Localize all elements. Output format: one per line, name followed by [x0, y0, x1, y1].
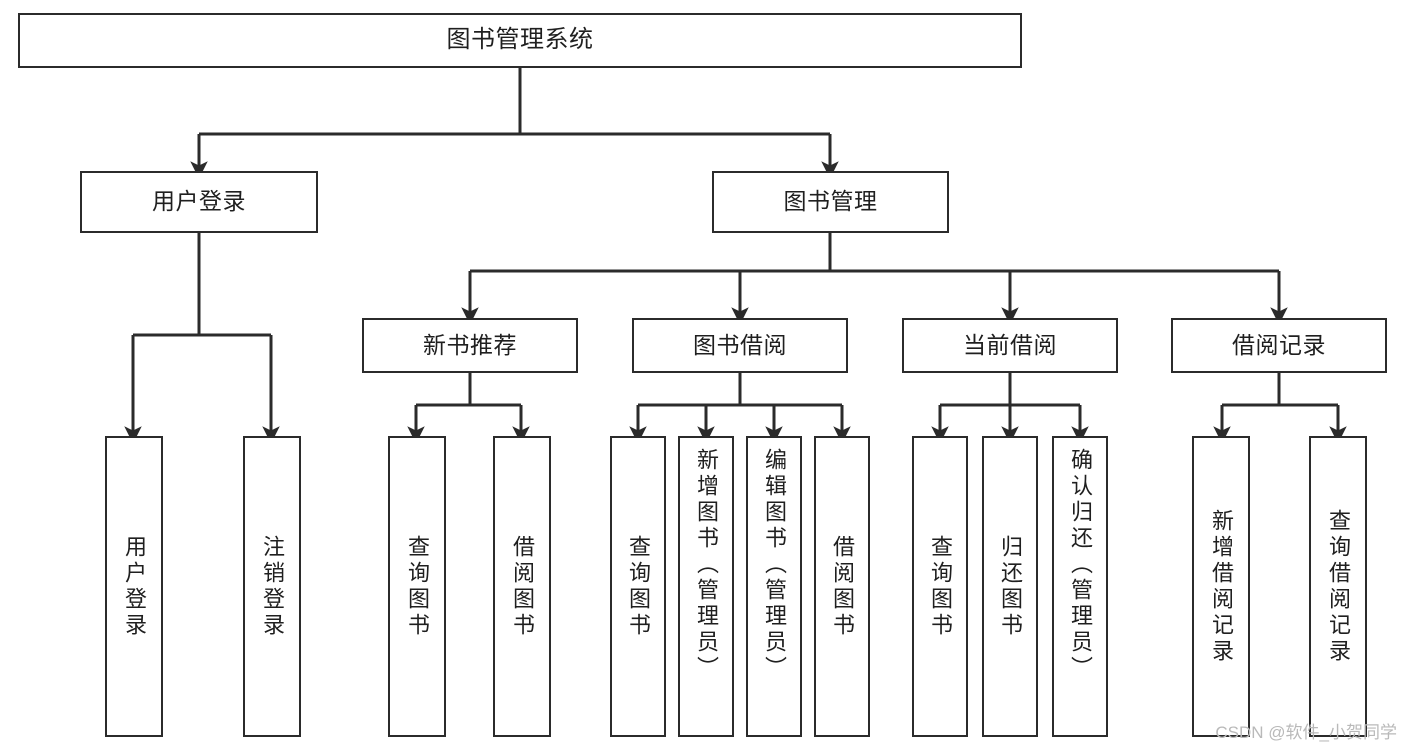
leaf-nb-borrow-book[interactable]: 借阅图书	[493, 436, 551, 737]
leaf-nb-query-book[interactable]: 查询图书	[388, 436, 446, 737]
node-book-management[interactable]: 图书管理	[712, 171, 949, 233]
leaf-br-query-record-label: 查询借阅记录	[1326, 508, 1351, 665]
node-borrow-record[interactable]: 借阅记录	[1171, 318, 1387, 373]
leaf-bb-borrow-book[interactable]: 借阅图书	[814, 436, 870, 737]
leaf-cb-confirm-return-label: 确认归还（管理员）	[1068, 448, 1093, 682]
leaf-br-query-record[interactable]: 查询借阅记录	[1309, 436, 1367, 737]
leaf-cb-confirm-return[interactable]: 确认归还（管理员）	[1052, 436, 1108, 737]
node-book-borrow-label: 图书借阅	[693, 331, 787, 358]
leaf-br-add-record[interactable]: 新增借阅记录	[1192, 436, 1250, 737]
node-root-book-management-system[interactable]: 图书管理系统	[18, 13, 1022, 68]
leaf-bb-edit-book[interactable]: 编辑图书（管理员）	[746, 436, 802, 737]
leaf-nb-borrow-book-label: 借阅图书	[510, 534, 535, 639]
node-borrow-record-label: 借阅记录	[1232, 331, 1326, 358]
leaf-logout-label: 注销登录	[260, 534, 285, 639]
leaf-bb-borrow-book-label: 借阅图书	[830, 534, 855, 639]
node-book-management-label: 图书管理	[783, 188, 878, 215]
node-book-borrow[interactable]: 图书借阅	[632, 318, 848, 373]
leaf-bb-edit-book-label: 编辑图书（管理员）	[762, 448, 787, 682]
leaf-bb-add-book[interactable]: 新增图书（管理员）	[678, 436, 734, 737]
node-new-book-recommend[interactable]: 新书推荐	[362, 318, 578, 373]
leaf-cb-return-book-label: 归还图书	[998, 534, 1023, 639]
leaf-cb-query-book-label: 查询图书	[928, 534, 953, 639]
node-user-login[interactable]: 用户登录	[80, 171, 318, 233]
leaf-cb-query-book[interactable]: 查询图书	[912, 436, 968, 737]
node-current-borrow[interactable]: 当前借阅	[902, 318, 1118, 373]
node-user-login-label: 用户登录	[152, 188, 246, 215]
leaf-nb-query-book-label: 查询图书	[405, 534, 430, 639]
leaf-bb-add-book-label: 新增图书（管理员）	[694, 448, 719, 682]
leaf-bb-query-book[interactable]: 查询图书	[610, 436, 666, 737]
leaf-br-add-record-label: 新增借阅记录	[1209, 508, 1234, 665]
leaf-cb-return-book[interactable]: 归还图书	[982, 436, 1038, 737]
node-root-label: 图书管理系统	[446, 26, 594, 54]
leaf-bb-query-book-label: 查询图书	[626, 534, 651, 639]
leaf-user-login-label: 用户登录	[122, 534, 147, 639]
node-current-borrow-label: 当前借阅	[963, 331, 1057, 358]
leaf-logout[interactable]: 注销登录	[243, 436, 301, 737]
watermark-text: CSDN @软件_小贺同学	[1215, 723, 1397, 742]
node-new-book-recommend-label: 新书推荐	[423, 331, 517, 358]
leaf-user-login[interactable]: 用户登录	[105, 436, 163, 737]
